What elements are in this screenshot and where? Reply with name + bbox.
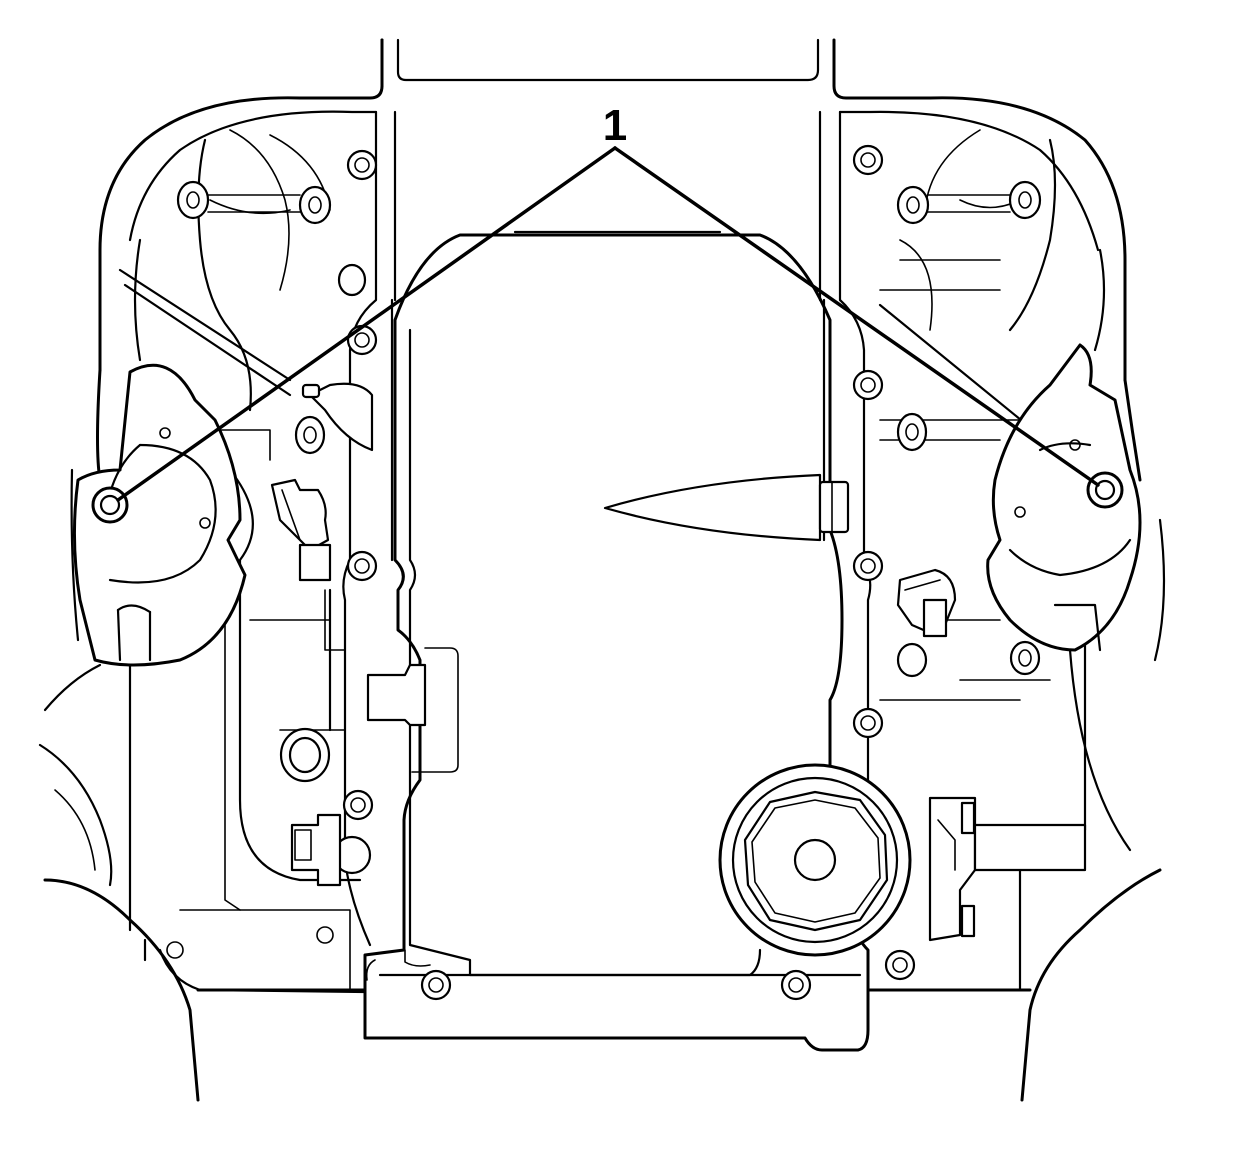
engine-block-outline — [43, 38, 1166, 1102]
bolt — [852, 144, 884, 176]
splash-guard-bolt-right — [1086, 471, 1124, 509]
bolt — [852, 707, 884, 739]
bolts — [91, 144, 1124, 1001]
right-crankcase — [878, 129, 1132, 992]
right-sensor — [896, 568, 957, 638]
drain-plug — [603, 473, 850, 542]
callout-leaders — [116, 146, 1100, 502]
splash-guard-bolt-left — [91, 486, 129, 524]
bolt — [342, 789, 374, 821]
bolt — [346, 149, 378, 181]
bolt — [884, 949, 916, 981]
oil-filter — [718, 763, 912, 957]
left-connector-block — [290, 647, 459, 887]
callout-number-1: 1 — [603, 101, 627, 150]
bolt — [420, 969, 452, 1001]
bolt — [852, 369, 884, 401]
bolt — [346, 324, 378, 356]
left-sensor — [270, 382, 374, 582]
left-splash-guard — [38, 363, 247, 887]
bolt — [852, 550, 884, 582]
bolt — [780, 969, 812, 1001]
bosses — [166, 180, 1042, 959]
leader-line-left — [116, 146, 617, 502]
leader-line-right — [613, 146, 1100, 487]
oil-cooler-bracket — [928, 796, 1087, 942]
bolt — [346, 550, 378, 582]
